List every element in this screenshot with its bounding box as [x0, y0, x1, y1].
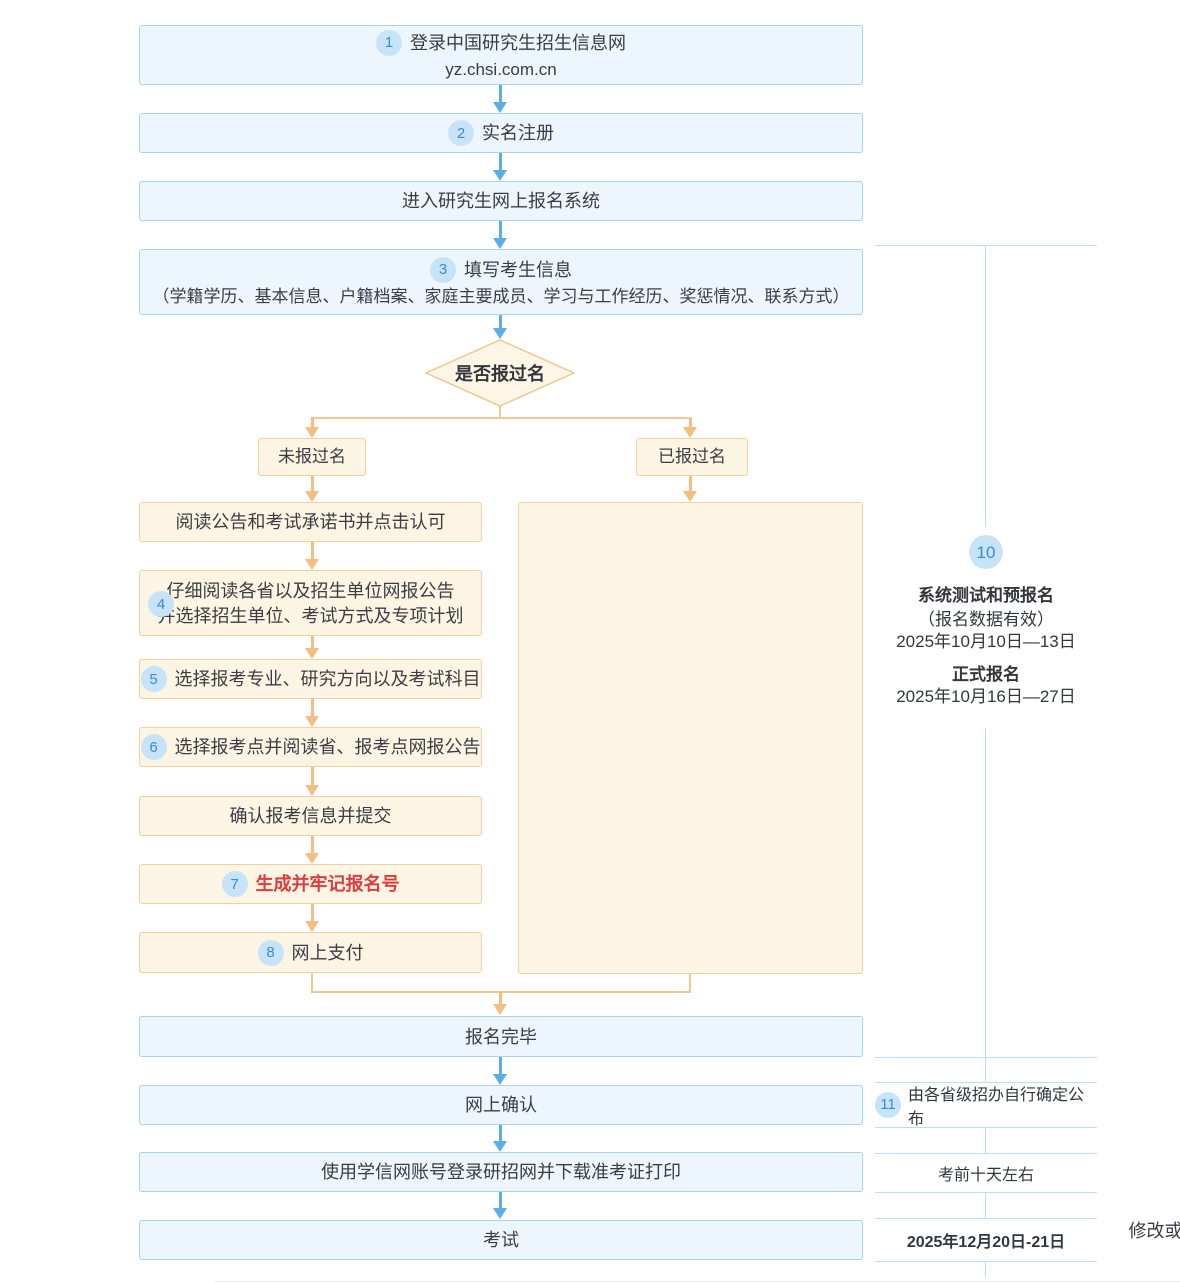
sidebar-line [875, 1082, 1097, 1083]
branch-not-registered-label: 未报过名 [278, 447, 346, 466]
step-login-box: 1 登录中国研究生招生信息网 yz.chsi.com.cn [139, 25, 863, 85]
arrow-down-icon [305, 476, 319, 502]
online-confirm-box: 网上确认 [139, 1085, 863, 1125]
step-badge-10: 10 [969, 535, 1003, 569]
connector-line [311, 417, 691, 419]
online-pay-box: 8 网上支付 [139, 932, 482, 973]
arrow-down-icon [493, 153, 507, 181]
enter-system-label: 进入研究生网上报名系统 [402, 191, 600, 211]
enter-system-box: 进入研究生网上报名系统 [139, 181, 863, 221]
branch-not-registered-box: 未报过名 [258, 438, 366, 476]
step-badge-3: 3 [430, 256, 456, 283]
sidebar-line [985, 1057, 986, 1082]
province-announce-row: 11 由各省级招办自行确定公布 [875, 1082, 1097, 1128]
modify-query-box: 9 修改或查询报名信息 [518, 502, 1180, 1241]
arrow-down-icon [493, 85, 507, 113]
read-province-line2: 并选择招生单位、考试方式及专项计划 [157, 605, 464, 626]
arrow-down-icon [305, 636, 319, 659]
step-badge-6: 6 [140, 734, 167, 760]
choose-site-label: 选择报考点并阅读省、报考点网报公告 [174, 737, 481, 757]
arrow-down-icon [305, 418, 319, 438]
sidebar-line [985, 1192, 986, 1218]
pre-registration-note: （报名数据有效） [918, 610, 1054, 629]
sidebar-line [875, 1261, 1097, 1262]
sidebar-line [875, 1127, 1097, 1128]
sidebar-line [985, 245, 986, 527]
before-exam-label: 考前十天左右 [937, 1166, 1034, 1184]
before-exam-row: 考前十天左右 [875, 1153, 1097, 1192]
arrow-down-icon [493, 1192, 507, 1219]
sidebar-line [985, 728, 986, 1057]
step-badge-1: 1 [376, 29, 402, 56]
sidebar-line [875, 1153, 1097, 1154]
fill-info-detail: （学籍学历、基本信息、户籍档案、家庭主要成员、学习与工作经历、奖惩情况、联系方式… [152, 286, 850, 306]
sidebar-line [875, 245, 1097, 246]
sidebar-line [875, 1057, 1097, 1058]
registration-done-box: 报名完毕 [139, 1016, 863, 1057]
pre-registration-dates: 2025年10月10日—13日 [896, 632, 1076, 651]
arrow-down-icon [305, 767, 319, 796]
step-badge-11: 11 [875, 1091, 901, 1118]
fill-info-label: 填写考生信息 [464, 259, 572, 280]
online-pay-label: 网上支付 [291, 942, 364, 963]
step-register-label: 实名注册 [482, 123, 554, 143]
step-badge-7: 7 [221, 871, 248, 897]
fill-info-box: 3 填写考生信息 （学籍学历、基本信息、户籍档案、家庭主要成员、学习与工作经历、… [139, 249, 863, 315]
read-province-notice-box: 4 仔细阅读各省以及招生单位网报公告 并选择招生单位、考试方式及专项计划 [139, 570, 482, 636]
formal-registration-title: 正式报名 [952, 665, 1020, 684]
choose-site-box: 6 选择报考点并阅读省、报考点网报公告 [139, 727, 482, 767]
step-register-box: 2 实名注册 [139, 113, 863, 153]
exam-date-label: 2025年12月20日-21日 [906, 1233, 1066, 1251]
download-ticket-label: 使用学信网账号登录研招网并下载准考证打印 [321, 1162, 681, 1182]
step-badge-5: 5 [140, 666, 167, 692]
read-notice-box: 阅读公告和考试承诺书并点击认可 [139, 502, 482, 542]
arrow-down-icon [683, 418, 697, 438]
read-province-line1: 仔细阅读各省以及招生单位网报公告 [166, 580, 455, 601]
exam-date-row: 2025年12月20日-21日 [875, 1218, 1097, 1261]
read-notice-label: 阅读公告和考试承诺书并点击认可 [175, 512, 446, 532]
exam-box: 考试 [139, 1220, 863, 1260]
arrow-down-icon [305, 699, 319, 727]
choose-major-label: 选择报考专业、研究方向以及考试科目 [174, 669, 481, 689]
exam-label: 考试 [483, 1230, 519, 1250]
arrow-down-icon [305, 542, 319, 570]
arrow-down-icon [305, 904, 319, 932]
download-ticket-box: 使用学信网账号登录研招网并下载准考证打印 [139, 1152, 863, 1192]
pre-registration-title: 系统测试和预报名 [918, 586, 1054, 605]
arrow-down-icon [493, 1125, 507, 1152]
decision-label: 是否报过名 [455, 364, 545, 384]
step-badge-2: 2 [448, 120, 474, 146]
province-announce-label: 由各省级招办自行确定公布 [908, 1086, 1085, 1128]
confirm-submit-label: 确认报考信息并提交 [229, 806, 392, 826]
branch-registered-box: 已报过名 [636, 438, 748, 476]
arrow-down-icon [493, 1057, 507, 1085]
arrow-down-icon [493, 221, 507, 249]
modify-query-label: 修改或查询报名信息 [1128, 1221, 1180, 1241]
decision-diamond: 是否报过名 [424, 339, 576, 407]
sidebar-line [985, 1261, 986, 1277]
step-login-url: yz.chsi.com.cn [445, 59, 557, 79]
arrow-down-icon [683, 476, 697, 502]
bottom-divider [215, 1281, 1180, 1282]
registration-done-label: 报名完毕 [465, 1026, 537, 1047]
confirm-submit-box: 确认报考信息并提交 [139, 796, 482, 836]
generate-number-label: 生成并牢记报名号 [255, 874, 400, 894]
arrow-down-icon [305, 836, 319, 864]
branch-registered-label: 已报过名 [658, 447, 726, 466]
formal-registration-dates: 2025年10月16日—27日 [896, 687, 1076, 706]
step-badge-8: 8 [257, 939, 284, 966]
sidebar-line [875, 1192, 1097, 1193]
arrow-down-icon [493, 992, 507, 1015]
connector-line [311, 973, 313, 993]
online-confirm-label: 网上确认 [465, 1095, 537, 1115]
sidebar-line [875, 1218, 1097, 1219]
choose-major-box: 5 选择报考专业、研究方向以及考试科目 [139, 659, 482, 699]
generate-number-box: 7 生成并牢记报名号 [139, 864, 482, 904]
step-badge-4: 4 [148, 591, 174, 617]
step-login-label: 登录中国研究生招生信息网 [410, 32, 626, 53]
connector-line [689, 974, 691, 993]
arrow-down-icon [493, 315, 507, 339]
connector-line [499, 406, 501, 418]
sidebar-line [985, 1127, 986, 1153]
